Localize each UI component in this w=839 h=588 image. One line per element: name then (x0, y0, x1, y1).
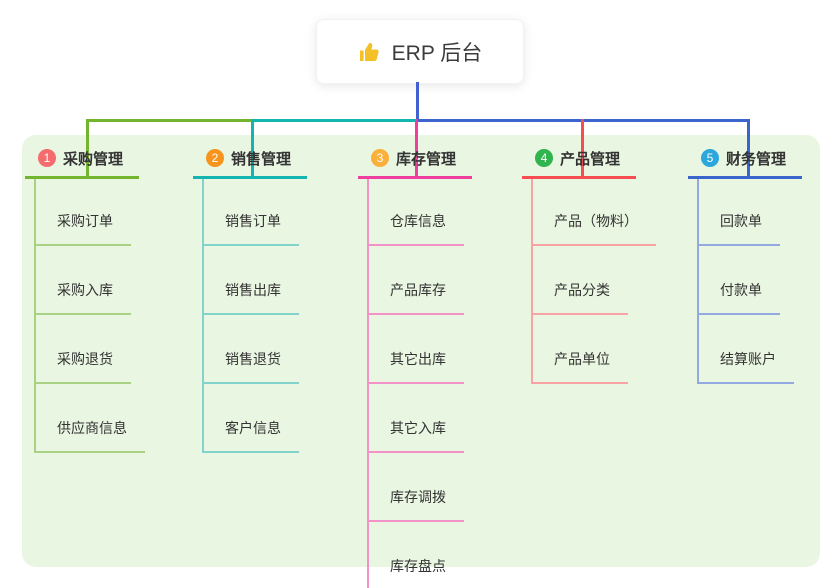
child-label: 销售退货 (225, 351, 281, 367)
branch-label: 库存管理 (396, 150, 457, 168)
branch-header-purchase[interactable]: 1 采购管理 (25, 148, 140, 179)
child-label: 库存盘点 (390, 558, 446, 574)
child-node[interactable]: 回款单 (699, 179, 780, 246)
connector-root-line (416, 82, 419, 120)
branch-children: 产品（物料） 产品分类 产品单位 (531, 179, 656, 384)
child-label: 产品单位 (554, 351, 610, 367)
child-label: 回款单 (720, 213, 762, 229)
root-title: ERP 后台 (391, 41, 483, 65)
child-label: 采购入库 (57, 282, 113, 298)
branch-purchase: 1 采购管理 采购订单 采购入库 采购退货 供应商信息 (25, 148, 145, 453)
branch-number-badge: 5 (701, 149, 719, 167)
branch-label: 财务管理 (726, 150, 787, 168)
branch-number-badge: 3 (371, 149, 389, 167)
branch-finance: 5 财务管理 回款单 付款单 结算账户 (688, 148, 803, 384)
branch-label: 采购管理 (63, 150, 124, 168)
branch-label: 销售管理 (231, 150, 292, 168)
child-node[interactable]: 结算账户 (699, 315, 794, 384)
child-label: 客户信息 (225, 420, 281, 436)
child-label: 库存调拨 (390, 489, 446, 505)
branch-label: 产品管理 (560, 150, 621, 168)
branch-header-product[interactable]: 4 产品管理 (522, 148, 637, 179)
child-node[interactable]: 销售出库 (204, 246, 299, 315)
child-node[interactable]: 采购入库 (36, 246, 131, 315)
connector-drop-inventory (415, 119, 418, 177)
branch-product: 4 产品管理 产品（物料） 产品分类 产品单位 (522, 148, 656, 384)
child-node[interactable]: 库存盘点 (369, 522, 464, 588)
child-node[interactable]: 产品单位 (533, 315, 628, 384)
branches-panel (22, 135, 820, 567)
child-node[interactable]: 销售订单 (204, 179, 299, 246)
child-node[interactable]: 产品分类 (533, 246, 628, 315)
child-node[interactable]: 产品（物料） (533, 179, 656, 246)
branch-number-badge: 1 (38, 149, 56, 167)
child-node[interactable]: 供应商信息 (36, 384, 145, 453)
branch-children: 采购订单 采购入库 采购退货 供应商信息 (34, 179, 145, 453)
child-label: 供应商信息 (57, 420, 127, 436)
connector-bus-green (86, 119, 253, 122)
child-node[interactable]: 销售退货 (204, 315, 299, 384)
child-node[interactable]: 库存调拨 (369, 453, 464, 522)
child-label: 产品（物料） (554, 213, 638, 229)
child-node[interactable]: 仓库信息 (369, 179, 464, 246)
child-node[interactable]: 其它出库 (369, 315, 464, 384)
connector-drop-purchase (86, 119, 89, 177)
child-label: 其它出库 (390, 351, 446, 367)
connector-drop-sales (251, 119, 254, 177)
child-label: 产品库存 (390, 282, 446, 298)
thumbs-up-icon (358, 40, 382, 64)
child-label: 仓库信息 (390, 213, 446, 229)
child-label: 产品分类 (554, 282, 610, 298)
connector-drop-finance (747, 119, 750, 177)
branch-header-sales[interactable]: 2 销售管理 (193, 148, 308, 179)
branch-number-badge: 4 (535, 149, 553, 167)
child-label: 其它入库 (390, 420, 446, 436)
child-label: 销售出库 (225, 282, 281, 298)
root-node-erp-backend[interactable]: ERP 后台 (316, 19, 524, 84)
child-label: 付款单 (720, 282, 762, 298)
branch-header-finance[interactable]: 5 财务管理 (688, 148, 803, 179)
branch-children: 仓库信息 产品库存 其它出库 其它入库 库存调拨 库存盘点 出库库明细 (367, 179, 478, 588)
connector-drop-product (581, 119, 584, 177)
child-node[interactable]: 其它入库 (369, 384, 464, 453)
branch-sales: 2 销售管理 销售订单 销售出库 销售退货 客户信息 (193, 148, 308, 453)
child-label: 结算账户 (720, 351, 776, 367)
branch-children: 回款单 付款单 结算账户 (697, 179, 794, 384)
child-label: 采购订单 (57, 213, 113, 229)
child-node[interactable]: 产品库存 (369, 246, 464, 315)
branch-inventory: 3 库存管理 仓库信息 产品库存 其它出库 其它入库 库存调拨 库存盘点 出库库… (358, 148, 478, 588)
child-node[interactable]: 付款单 (699, 246, 780, 315)
branch-header-inventory[interactable]: 3 库存管理 (358, 148, 473, 179)
child-node[interactable]: 客户信息 (204, 384, 299, 453)
branch-number-badge: 2 (206, 149, 224, 167)
child-node[interactable]: 采购订单 (36, 179, 131, 246)
child-node[interactable]: 采购退货 (36, 315, 131, 384)
child-label: 销售订单 (225, 213, 281, 229)
child-label: 采购退货 (57, 351, 113, 367)
branch-children: 销售订单 销售出库 销售退货 客户信息 (202, 179, 299, 453)
connector-bus-teal (253, 119, 417, 122)
